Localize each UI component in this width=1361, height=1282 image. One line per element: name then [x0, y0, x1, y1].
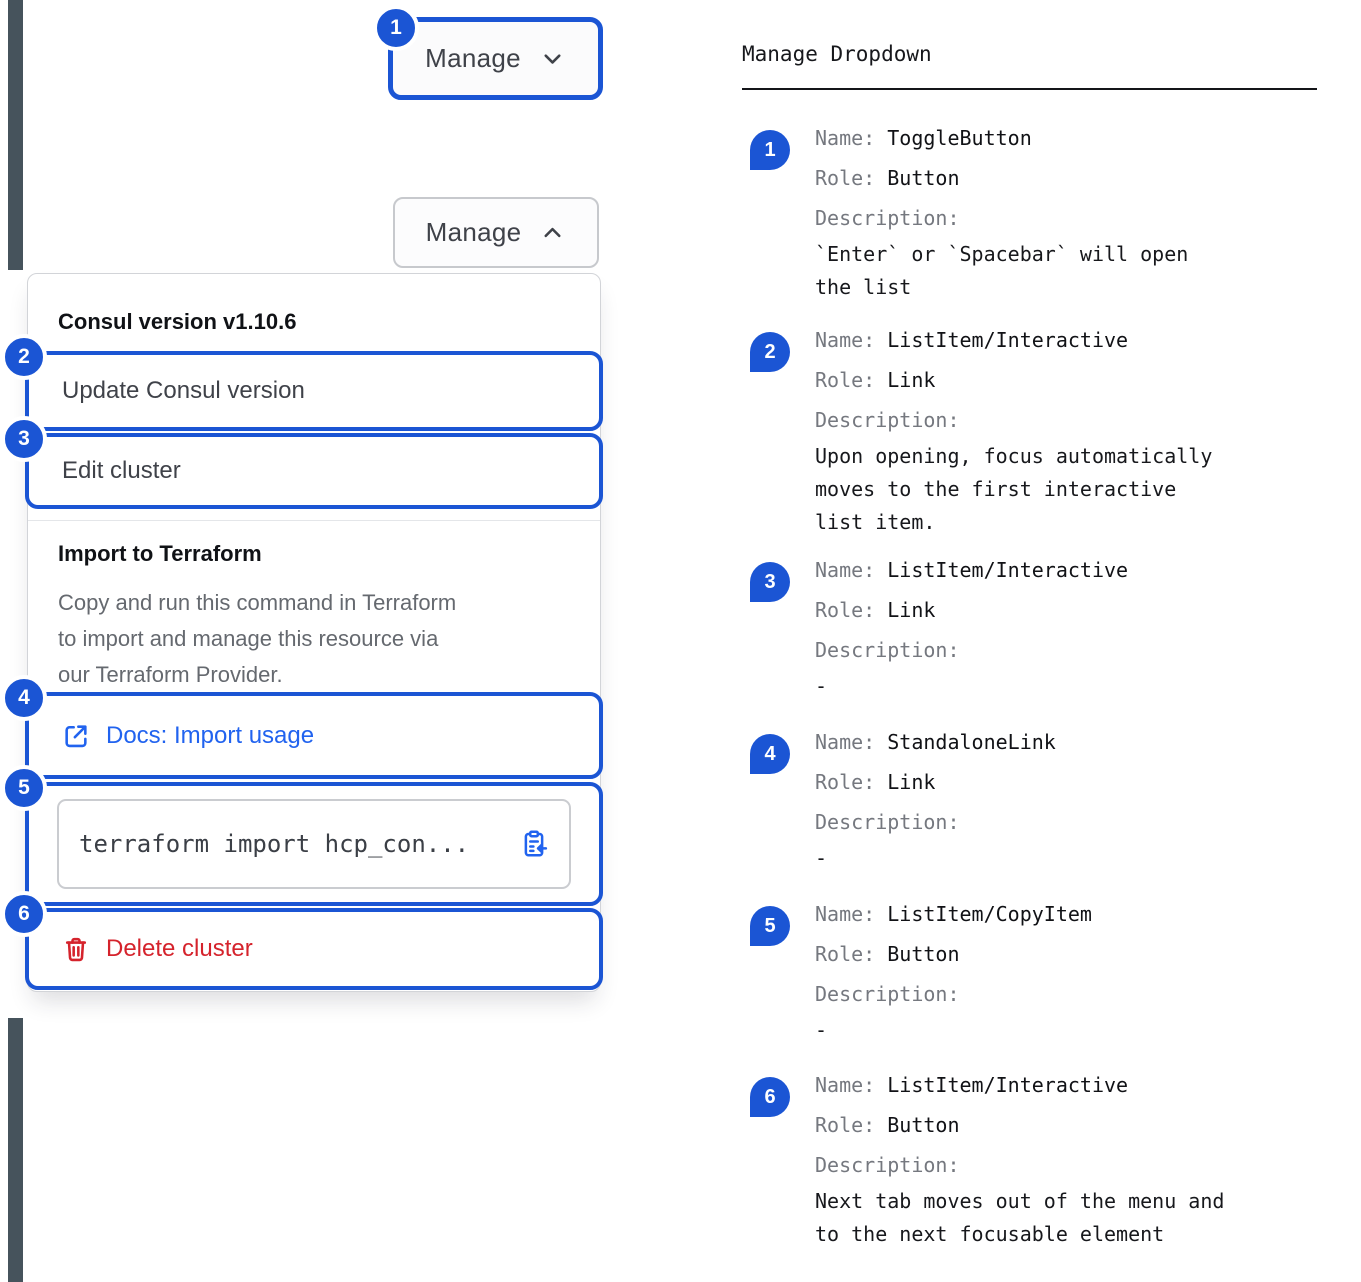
doc-entry-2: 2 Name: ListItem/Interactive Role: Link … [742, 320, 1302, 539]
field-value-role: Button [887, 942, 960, 966]
doc-badge-3: 3 [750, 562, 790, 602]
field-value-name: ListItem/Interactive [887, 328, 1129, 352]
code-snippet-field: terraform import hcp_con... [57, 799, 571, 889]
manage-toggle-button-closed[interactable]: Manage [388, 17, 603, 100]
menu-item-label: Edit cluster [62, 457, 181, 484]
field-value-role: Link [887, 368, 936, 392]
doc-badge-5: 5 [750, 906, 790, 946]
field-value-description: Upon opening, focus automatically moves … [815, 444, 1213, 534]
annotation-badge-3: 3 [1, 416, 47, 462]
field-value-description: - [815, 674, 828, 698]
doc-badge-1: 1 [750, 130, 790, 170]
menu-import-header: Import to Terraform [58, 541, 262, 566]
field-value-role: Link [887, 598, 936, 622]
doc-badge-2: 2 [750, 332, 790, 372]
doc-badge-4: 4 [750, 734, 790, 774]
field-value-description: `Enter` or `Spacebar` will open the list [815, 242, 1189, 299]
field-label-name: Name: [815, 126, 876, 150]
doc-entry-4: 4 Name: StandaloneLink Role: Link Descri… [742, 722, 1302, 875]
menu-item-docs-import-usage[interactable]: Docs: Import usage [25, 692, 603, 779]
field-value-name: ToggleButton [887, 126, 1032, 150]
field-value-role: Button [887, 1113, 960, 1137]
doc-panel: Manage Dropdown 1 Name: ToggleButton Rol… [742, 0, 1342, 1282]
trash-icon [62, 935, 90, 963]
menu-item-copy-command[interactable]: terraform import hcp_con... [25, 782, 603, 906]
field-value-description: - [815, 1018, 828, 1042]
field-label-description: Description: [815, 1153, 960, 1177]
field-label-description: Description: [815, 206, 960, 230]
field-label-name: Name: [815, 902, 876, 926]
field-value-name: ListItem/CopyItem [887, 902, 1092, 926]
external-link-icon [62, 722, 90, 750]
manage-button-label: Manage [425, 217, 522, 247]
annotation-badge-5: 5 [1, 765, 47, 811]
field-label-role: Role: [815, 770, 876, 794]
field-label-role: Role: [815, 598, 876, 622]
field-value-role: Link [887, 770, 936, 794]
field-value-description: - [815, 846, 828, 870]
manage-toggle-button-open[interactable]: Manage [393, 197, 599, 268]
field-label-description: Description: [815, 638, 960, 662]
field-label-name: Name: [815, 558, 876, 582]
annotation-badge-1: 1 [373, 5, 419, 51]
doc-entry-3: 3 Name: ListItem/Interactive Role: Link … [742, 550, 1302, 703]
field-value-role: Button [887, 166, 960, 190]
field-label-name: Name: [815, 328, 876, 352]
code-snippet-text: terraform import hcp_con... [79, 830, 470, 858]
menu-version-header: Consul version v1.10.6 [58, 309, 297, 334]
annotation-badge-6: 6 [1, 891, 47, 937]
field-value-name: StandaloneLink [887, 730, 1056, 754]
doc-entry-1: 1 Name: ToggleButton Role: Button Descri… [742, 118, 1302, 304]
delete-cluster-label: Delete cluster [106, 935, 253, 962]
menu-divider [28, 520, 600, 521]
chevron-down-icon [539, 45, 566, 72]
field-label-name: Name: [815, 1073, 876, 1097]
menu-item-delete-cluster[interactable]: Delete cluster [25, 908, 603, 990]
doc-entry-5: 5 Name: ListItem/CopyItem Role: Button D… [742, 894, 1302, 1047]
doc-title-rule [742, 88, 1317, 90]
doc-badge-6: 6 [750, 1077, 790, 1117]
manage-button-label: Manage [425, 43, 521, 73]
field-value-description: Next tab moves out of the menu and to th… [815, 1189, 1225, 1246]
field-label-name: Name: [815, 730, 876, 754]
menu-item-label: Update Consul version [62, 377, 305, 404]
menu-item-edit-cluster[interactable]: Edit cluster [25, 433, 603, 509]
doc-entry-6: 6 Name: ListItem/Interactive Role: Butto… [742, 1065, 1302, 1251]
annotation-badge-2: 2 [1, 334, 47, 380]
menu-import-description: Copy and run this command in Terraform t… [58, 590, 457, 687]
field-label-role: Role: [815, 368, 876, 392]
field-label-description: Description: [815, 810, 960, 834]
docs-link-label: Docs: Import usage [106, 721, 315, 749]
clipboard-copy-icon[interactable] [519, 829, 549, 859]
field-label-role: Role: [815, 942, 876, 966]
field-label-description: Description: [815, 982, 960, 1006]
field-value-name: ListItem/Interactive [887, 1073, 1129, 1097]
field-value-name: ListItem/Interactive [887, 558, 1129, 582]
annotation-badge-4: 4 [1, 675, 47, 721]
chevron-up-icon [539, 219, 566, 246]
field-label-description: Description: [815, 408, 960, 432]
field-label-role: Role: [815, 1113, 876, 1137]
menu-item-update-consul-version[interactable]: Update Consul version [25, 351, 603, 431]
doc-title: Manage Dropdown [742, 42, 932, 66]
field-label-role: Role: [815, 166, 876, 190]
